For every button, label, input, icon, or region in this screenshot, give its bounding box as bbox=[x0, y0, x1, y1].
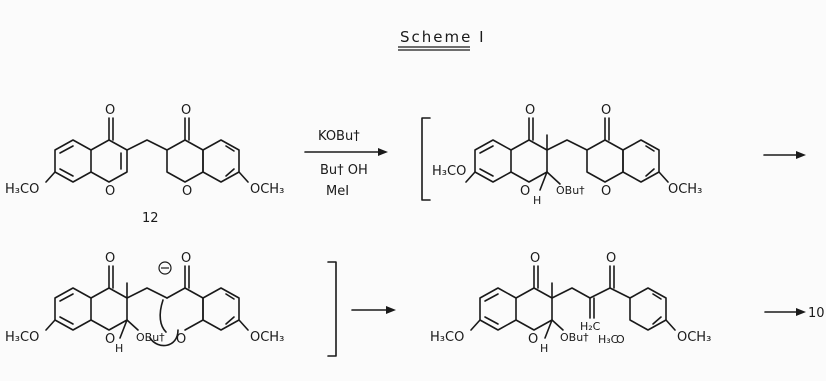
methoxy-ortho: O bbox=[616, 333, 625, 346]
carbonyl-o-6: O bbox=[181, 251, 191, 266]
methoxy-right-3: OCH₃ bbox=[250, 330, 284, 345]
intermediate-2: O O O O H₃CO OCH₃ OBu† H bbox=[5, 251, 284, 355]
carbonyl-o-3: O bbox=[525, 103, 535, 118]
methoxy-left: H₃CO bbox=[5, 182, 39, 197]
methoxy-left-3: H₃CO bbox=[5, 330, 39, 345]
scheme-title: Scheme I bbox=[400, 28, 486, 46]
methoxy-right: OCH₃ bbox=[250, 182, 284, 197]
electron-push-arrow bbox=[149, 329, 179, 347]
carbonyl-o-4: O bbox=[601, 103, 611, 118]
carbonyl-o-5: O bbox=[105, 251, 115, 266]
carbonyl-o-1: O bbox=[105, 103, 115, 118]
compound-12: O O O O H₃CO OCH₃ 12 bbox=[5, 103, 284, 226]
methoxy-right-4: OCH₃ bbox=[677, 330, 711, 345]
product-number: 10 bbox=[808, 306, 825, 321]
intermediate-1: O O O O H₃CO OCH₃ OBu† H bbox=[432, 103, 702, 207]
ring-o-6: O bbox=[176, 332, 186, 347]
ring-closure-arrow bbox=[159, 299, 167, 333]
open-bracket bbox=[421, 117, 431, 201]
ring-o-2: O bbox=[182, 184, 192, 199]
reaction-arrow-3 bbox=[351, 306, 396, 314]
reaction-arrow-1: KOBu† Bu† OH MeI bbox=[304, 129, 388, 199]
obut-1: OBu† bbox=[556, 184, 585, 197]
h-1: H bbox=[533, 194, 541, 207]
obut-2: OBu† bbox=[136, 331, 165, 344]
ring-o-1: O bbox=[105, 184, 115, 199]
h2c-label: H₂C bbox=[580, 320, 601, 333]
close-bracket bbox=[327, 261, 337, 357]
reagent-kobut: KOBu† bbox=[318, 129, 360, 144]
obut-3: OBu† bbox=[560, 331, 589, 344]
ring-o-7: O bbox=[528, 332, 538, 347]
methoxy-right-2: OCH₃ bbox=[668, 182, 702, 197]
carbonyl-o-7: O bbox=[530, 251, 540, 266]
intermediate-3: O O O H₃CO OCH₃ H₂C H₃C O OBu† H bbox=[430, 251, 711, 355]
compound-number: 12 bbox=[142, 211, 159, 226]
ring-o-4: O bbox=[601, 184, 611, 199]
reagent-mei: MeI bbox=[326, 184, 349, 199]
h-2: H bbox=[115, 342, 123, 355]
h3c-label: H₃C bbox=[598, 333, 619, 346]
reaction-arrow-2 bbox=[763, 151, 806, 159]
ring-o-5: O bbox=[105, 332, 115, 347]
carbonyl-o-2: O bbox=[181, 103, 191, 118]
reaction-arrow-4: 10 bbox=[764, 306, 825, 321]
ring-o-3: O bbox=[520, 184, 530, 199]
carbonyl-o-8: O bbox=[606, 251, 616, 266]
reagent-butoh: Bu† OH bbox=[320, 163, 368, 178]
methoxy-left-2: H₃CO bbox=[432, 164, 466, 179]
methoxy-left-4: H₃CO bbox=[430, 330, 464, 345]
h-3: H bbox=[540, 342, 548, 355]
carbanion-circle bbox=[158, 261, 172, 275]
